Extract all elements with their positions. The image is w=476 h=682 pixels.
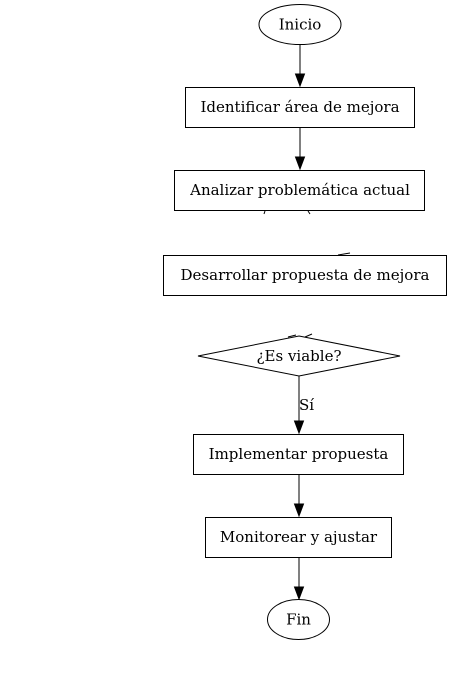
edge-fragment-analyze-develop [263, 210, 351, 256]
analyze-step-label: Analizar problemática actual [189, 181, 410, 199]
develop-step-label: Desarrollar propuesta de mejora [181, 266, 430, 284]
develop-step-node: Desarrollar propuesta de mejora [163, 255, 447, 296]
start-node-label: Inicio [279, 16, 322, 34]
start-node: Inicio [258, 4, 342, 45]
edge-start-to-identify [294, 45, 306, 88]
implement-step-label: Implementar propuesta [209, 445, 389, 463]
identify-step-node: Identificar área de mejora [185, 87, 415, 128]
edge-fragment-develop-decision [287, 333, 313, 338]
monitor-step-label: Monitorear y ajustar [220, 528, 378, 546]
monitor-step-node: Monitorear y ajustar [205, 517, 392, 558]
end-node-label: Fin [286, 611, 311, 629]
edge-implement-to-monitor [293, 475, 305, 518]
end-node: Fin [267, 599, 330, 640]
implement-step-node: Implementar propuesta [193, 434, 404, 475]
edge-label-yes: Sí [299, 396, 314, 414]
decision-node-label: ¿Es viable? [257, 347, 342, 365]
edge-identify-to-analyze [294, 128, 306, 171]
edge-monitor-to-end [293, 558, 305, 601]
analyze-step-node: Analizar problemática actual [174, 170, 425, 211]
edge-decision-to-implement: Sí [293, 376, 314, 435]
decision-node: ¿Es viable? [197, 335, 401, 377]
identify-step-label: Identificar área de mejora [200, 98, 399, 116]
